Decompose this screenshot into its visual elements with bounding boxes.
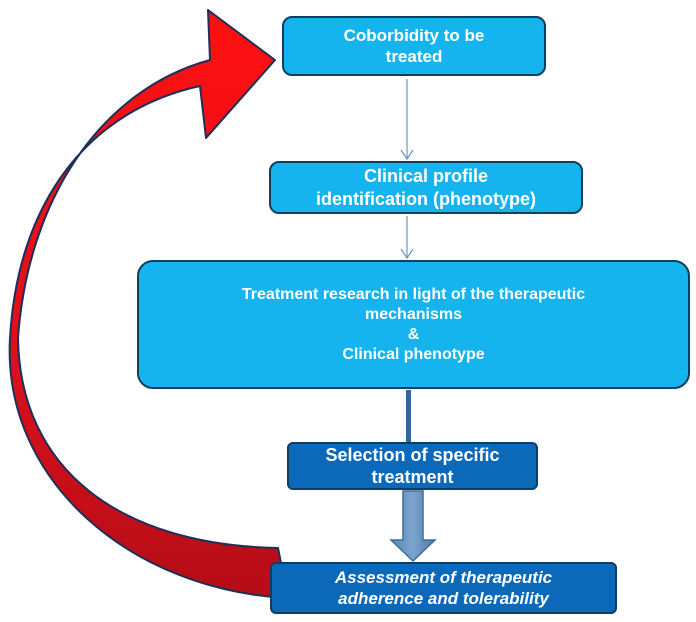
connector-arrowhead-2 <box>400 248 414 260</box>
node-comorbidity-line1: Coborbidity to be <box>343 25 485 45</box>
node-selection-line2: treatment <box>371 467 454 487</box>
node-assessment-line2: adherence and tolerability <box>338 589 549 608</box>
feedback-cycle-arrow <box>8 9 289 599</box>
node-clinical-profile-line2: identification (phenotype) <box>316 188 536 209</box>
node-treatment-research-line3: & <box>407 325 420 343</box>
node-treatment-research-line2: mechanisms <box>365 305 462 323</box>
node-comorbidity: Coborbidity to be treated <box>282 16 546 76</box>
block-arrow-down <box>389 490 437 563</box>
node-assessment-line1: Assessment of therapeutic <box>334 567 553 587</box>
connector-arrowhead-1 <box>400 149 414 161</box>
node-comorbidity-line2: treated <box>385 47 443 66</box>
node-clinical-profile: Clinical profile identification (phenoty… <box>269 161 583 214</box>
node-treatment-research-line4: Clinical phenotype <box>342 345 485 363</box>
node-selection: Selection of specific treatment <box>287 442 538 490</box>
node-clinical-profile-line1: Clinical profile <box>363 166 489 186</box>
node-treatment-research-line1: Treatment research in light of the thera… <box>241 285 586 303</box>
connector-bar-3 <box>406 390 411 442</box>
node-selection-line1: Selection of specific <box>325 444 500 465</box>
node-assessment: Assessment of therapeutic adherence and … <box>270 562 617 614</box>
node-treatment-research: Treatment research in light of the thera… <box>137 260 690 389</box>
